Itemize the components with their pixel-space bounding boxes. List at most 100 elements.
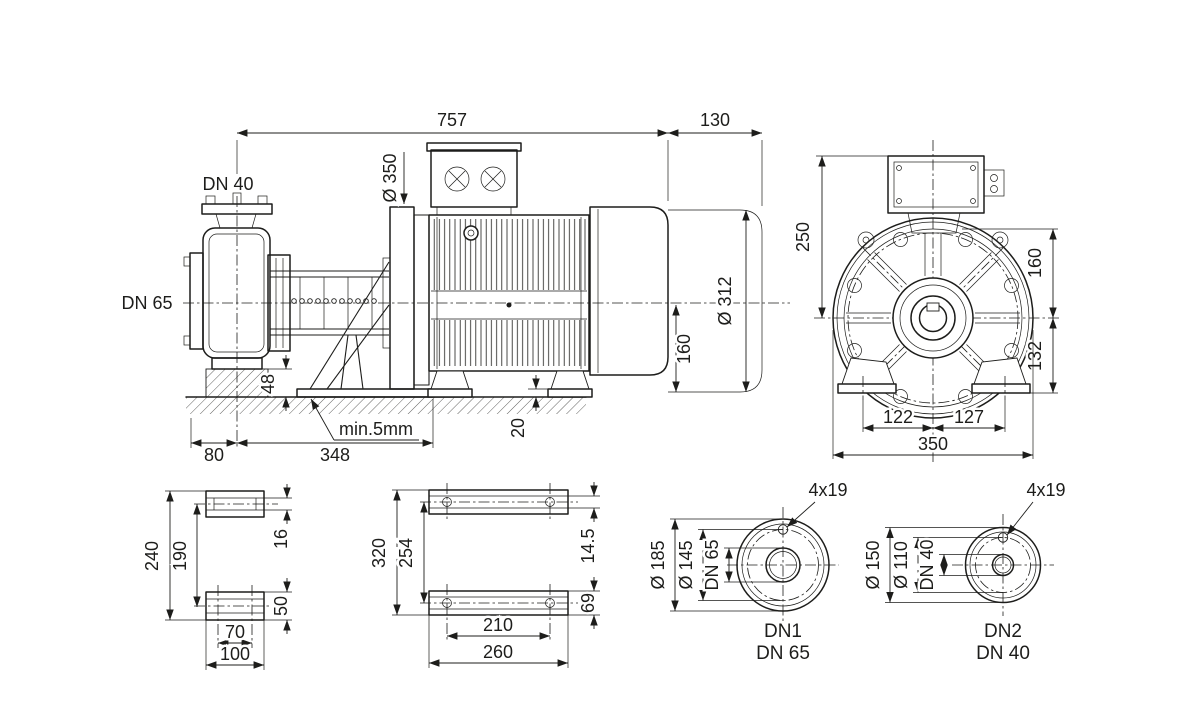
front-feet [837, 357, 1031, 400]
dim-plate-centers-label: 190 [170, 541, 190, 571]
lifting-eye [463, 225, 479, 241]
dim-motor-flange-dia-label: Ø 350 [380, 153, 400, 202]
dn2-bolt-note: 4x19 [1006, 478, 1068, 536]
dim-center-to-housing-top-label: 160 [1025, 248, 1045, 278]
dim-slot-width-label: 14.5 [578, 528, 598, 563]
dim-pedestal-height-label: 48 [258, 374, 278, 394]
nameplate-dot [506, 302, 512, 308]
flange-dn1-view: 4x19 Ø 185 Ø 145 DN 65 DN1 DN 65 [646, 478, 851, 665]
dim-motor-flange-dia: Ø 350 [378, 151, 408, 205]
side-view: 757 130 DN 40 DN 65 Ø 350 Ø 312 160 [121, 110, 790, 465]
motor-flange [389, 206, 430, 390]
upper-profile [205, 490, 265, 518]
discharge-flange-label: DN 40 [202, 174, 253, 194]
dim-center-to-foot: 132 [1023, 318, 1058, 394]
motor-feet [427, 370, 593, 398]
flange-bolt-holes [847, 232, 1019, 404]
dim-motor-option-label: 130 [700, 110, 730, 130]
dim-dn2-outer: Ø 150 [861, 527, 1003, 603]
dim-overall-height: 240 [140, 490, 206, 621]
dim-rail-width: 69 [568, 577, 601, 629]
dn2-caption-size: DN 40 [976, 643, 1030, 664]
lifting-lug [857, 231, 1009, 249]
dim-dn1-bolt-circle-label: Ø 145 [676, 540, 696, 589]
suction-flange [183, 252, 204, 350]
dim-support-width-label: 100 [220, 644, 250, 664]
dim-plate-length-label: 320 [369, 538, 389, 568]
dim-motor-dia-label: Ø 312 [715, 276, 735, 325]
pump-volute [202, 227, 271, 359]
dim-motor-option-length: 130 [668, 110, 763, 206]
dim-bolt-spacing: 70 [218, 620, 252, 647]
dim-suction-offset: 80 [190, 418, 237, 465]
dim-dn2-bolt-circle-label: Ø 110 [891, 541, 911, 589]
grout-note: min.5mm [310, 398, 419, 442]
dim-dn1-bolt-circle: Ø 145 [674, 529, 783, 601]
dim-upper-plate-thickness: 16 [264, 484, 294, 552]
dim-upper-plate-thickness-label: 16 [271, 529, 291, 549]
dim-overall-height-label: 240 [142, 541, 162, 571]
dim-motor-dia: Ø 312 [713, 210, 750, 392]
suction-flange-label: DN 65 [121, 293, 172, 313]
ground-hatch [185, 396, 587, 414]
dim-foot-bolt-right-label: 127 [954, 407, 984, 427]
dim-pedestal-height: 48 [256, 355, 292, 411]
support-section-view: 240 190 16 50 70 100 [140, 484, 294, 670]
dim-plan-width: 260 [428, 615, 569, 668]
dim-foot-bolt-left-label: 122 [883, 407, 913, 427]
shaft-keyway [926, 302, 940, 312]
cable-gland [983, 169, 1005, 197]
motor-body [428, 214, 590, 372]
dn2-caption-port: DN2 [984, 621, 1022, 642]
upper-rail [428, 489, 569, 515]
terminal-box-front [887, 155, 1005, 234]
dim-bolt-length-label: 254 [396, 538, 416, 568]
dim-top-to-center-label: 250 [793, 222, 813, 252]
dim-plan-bolt-spacing: 210 [447, 613, 550, 640]
discharge-flange [201, 192, 273, 229]
dim-rail-width-label: 69 [578, 593, 598, 613]
dim-dn2-nominal-label: DN 40 [917, 539, 937, 590]
dn1-bolt-note-label: 4x19 [808, 480, 847, 500]
dim-bolt-length: 254 [394, 502, 428, 603]
lower-profile [205, 585, 265, 648]
dim-dn1-outer-label: Ø 185 [648, 540, 668, 589]
dim-plate-centers: 190 [168, 504, 201, 607]
cooling-ribs [846, 233, 1020, 384]
dim-plan-bolt-spacing-label: 210 [483, 615, 513, 635]
lower-rail [428, 590, 569, 616]
front-view: 250 160 132 122 127 350 [791, 140, 1062, 462]
bearing-lantern [267, 254, 391, 352]
terminal-box-screw [444, 166, 470, 192]
flange-dn2-view: 4x19 Ø 150 Ø 110 DN 40 DN2 DN 40 [861, 478, 1069, 665]
fan-cowl [589, 206, 669, 376]
dim-plate-length: 320 [367, 489, 429, 616]
dim-dn2-nominal: DN 40 [915, 537, 1003, 593]
dim-foot-bolts: 122 127 [862, 400, 1006, 432]
dim-dn1-nominal: DN 65 [700, 537, 783, 593]
pump-foot-pedestal [205, 357, 269, 398]
dim-center-to-housing-top: 160 [962, 228, 1058, 318]
dim-flange-width: 350 [832, 330, 1034, 459]
dn1-caption-size: DN 65 [756, 643, 810, 664]
dim-suction-offset-label: 80 [204, 445, 224, 465]
shaft-hub [892, 277, 974, 359]
foot-plan-view: 320 254 14.5 69 210 260 [367, 482, 601, 668]
dim-flange-width-label: 350 [918, 434, 948, 454]
dim-center-to-foot-label: 132 [1025, 341, 1045, 371]
grout-note-label: min.5mm [339, 419, 413, 439]
dim-lower-profile-height-label: 50 [271, 596, 291, 616]
dim-center-to-support-label: 348 [320, 445, 350, 465]
dim-shaft-height-label: 160 [674, 334, 694, 364]
dn1-caption-port: DN1 [764, 621, 802, 642]
terminal-box-screw [480, 166, 506, 192]
dim-bolt-spacing-label: 70 [225, 622, 245, 642]
dim-dn1-outer: Ø 185 [646, 518, 783, 612]
dim-dn2-outer-label: Ø 150 [863, 540, 883, 589]
dim-plan-width-label: 260 [483, 642, 513, 662]
dim-support-width: 100 [205, 620, 265, 670]
dn1-bolt-note: 4x19 [786, 478, 850, 528]
dim-slot-width: 14.5 [568, 482, 601, 566]
